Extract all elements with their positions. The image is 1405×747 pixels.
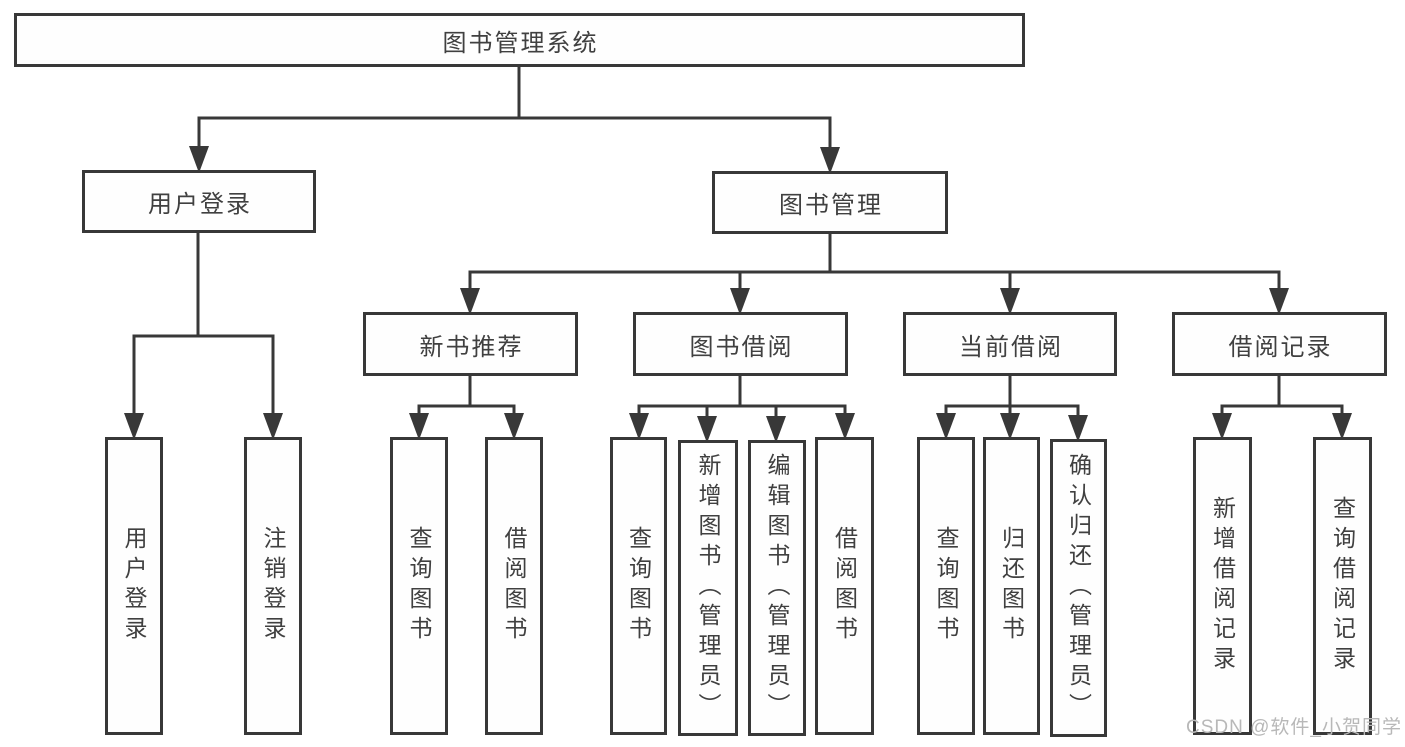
arrowhead-icon: [697, 416, 717, 443]
node-book-management: 图书管理: [712, 171, 948, 234]
arrowhead-icon: [1000, 288, 1020, 315]
arrowhead-icon: [124, 413, 144, 440]
node-cb-return-book: 归还图书: [983, 437, 1040, 735]
node-br-query-record: 查询借阅记录: [1313, 437, 1372, 735]
node-label: 借阅图书: [831, 526, 858, 646]
arrowhead-icon: [936, 413, 956, 440]
node-label: 查询借阅记录: [1329, 496, 1356, 676]
node-user-login: 用户登录: [82, 170, 316, 233]
node-bb-add-book: 新增图书（管理员）: [678, 440, 738, 736]
node-nb-borrow-book: 借阅图书: [485, 437, 543, 735]
node-new-book-recommend: 新书推荐: [363, 312, 578, 376]
node-label: 图书管理系统: [442, 29, 599, 57]
node-label: 查询图书: [625, 526, 652, 646]
node-label: 查询图书: [933, 526, 959, 646]
node-label: 图书管理: [779, 192, 883, 219]
node-label: 借阅图书: [501, 526, 527, 646]
node-book-borrow: 图书借阅: [633, 312, 848, 376]
node-label: 归还图书: [998, 526, 1025, 646]
node-label: 编辑图书（管理员）: [764, 453, 790, 723]
node-bb-edit-book: 编辑图书（管理员）: [748, 440, 806, 736]
arrowhead-icon: [835, 413, 855, 440]
node-label: 当前借阅: [959, 333, 1063, 361]
node-label: 新增借阅记录: [1209, 496, 1236, 676]
arrowhead-icon: [409, 413, 429, 440]
arrowhead-icon: [1068, 415, 1088, 442]
node-label: 用户登录: [121, 526, 147, 646]
node-bb-borrow-book: 借阅图书: [815, 437, 874, 735]
node-logout-sub: 注销登录: [244, 437, 302, 735]
node-label: 新书推荐: [419, 333, 524, 361]
arrowhead-icon: [460, 288, 480, 315]
node-login-sub: 用户登录: [105, 437, 163, 735]
arrowhead-icon: [629, 413, 649, 440]
node-cb-confirm-return: 确认归还（管理员）: [1050, 439, 1107, 737]
csdn-watermark: CSDN @软件_小贺同学: [1186, 717, 1402, 738]
node-borrow-records: 借阅记录: [1172, 312, 1387, 376]
node-label: 图书借阅: [689, 333, 794, 361]
node-br-add-record: 新增借阅记录: [1193, 437, 1252, 735]
arrowhead-icon: [189, 146, 209, 173]
arrowhead-icon: [820, 147, 840, 174]
node-nb-query-book: 查询图书: [390, 437, 448, 735]
arrowhead-icon: [263, 413, 283, 440]
node-cb-query-book: 查询图书: [917, 437, 975, 735]
arrowhead-icon: [504, 413, 524, 440]
node-label: 查询图书: [406, 526, 432, 646]
node-label: 新增图书（管理员）: [695, 453, 721, 723]
arrowhead-icon: [1332, 413, 1352, 440]
node-label: 借阅记录: [1228, 333, 1333, 361]
arrowhead-icon: [766, 416, 786, 443]
node-label: 用户登录: [148, 191, 252, 218]
arrowhead-icon: [1000, 413, 1020, 440]
node-current-borrow: 当前借阅: [903, 312, 1117, 376]
arrowhead-icon: [1212, 413, 1232, 440]
node-label: 确认归还（管理员）: [1065, 453, 1092, 723]
arrowhead-icon: [1269, 288, 1289, 315]
node-root: 图书管理系统: [14, 13, 1025, 67]
node-bb-query-book: 查询图书: [610, 437, 667, 735]
node-label: 注销登录: [260, 526, 286, 646]
arrowhead-icon: [730, 288, 750, 315]
